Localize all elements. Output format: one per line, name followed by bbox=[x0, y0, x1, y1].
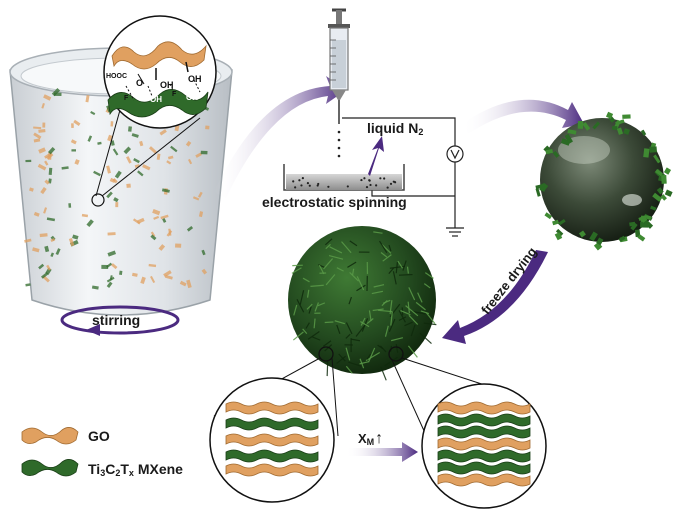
liquid-n2-label: liquid N2 bbox=[367, 120, 424, 137]
go-sheet bbox=[111, 41, 207, 70]
frozen-droplet bbox=[535, 111, 673, 251]
syringe bbox=[328, 8, 350, 124]
n2-arrow bbox=[368, 136, 384, 176]
o-label: O bbox=[136, 78, 143, 88]
f-label: F bbox=[124, 95, 129, 102]
hooc-label: HOOC bbox=[106, 73, 127, 80]
chemistry-zoom bbox=[103, 15, 217, 129]
oh-label: OH bbox=[160, 80, 174, 90]
process-arrow bbox=[462, 99, 584, 134]
xm-increase-arrow bbox=[346, 442, 418, 462]
oh-label: OH bbox=[188, 74, 202, 84]
xm-label: XM↑ bbox=[358, 430, 384, 447]
liquid-n2-bath bbox=[283, 164, 405, 191]
legend-go-swatch bbox=[21, 427, 79, 445]
legend-mxene-swatch bbox=[21, 459, 79, 477]
falling-droplets bbox=[337, 130, 341, 158]
oh-label: OH bbox=[186, 93, 198, 102]
mxene-sheet bbox=[107, 89, 209, 118]
zoom-line bbox=[101, 117, 201, 197]
legend-go-label: GO bbox=[88, 428, 110, 444]
stirring-label: stirring bbox=[92, 312, 141, 328]
suspended-flakes bbox=[24, 86, 210, 290]
circuit bbox=[342, 117, 464, 237]
zoom-line bbox=[95, 109, 121, 197]
stirring-arrow bbox=[60, 305, 180, 336]
porous-ball bbox=[288, 226, 437, 381]
legend-mxene-label: Ti3C2Tx MXene bbox=[88, 461, 183, 478]
layer-zoom-high bbox=[421, 383, 547, 509]
zoom-origin bbox=[91, 193, 105, 207]
layer-zoom-low bbox=[209, 377, 335, 503]
f-label: F bbox=[172, 91, 177, 98]
oh-label: OH bbox=[150, 95, 162, 104]
zoom-origin bbox=[388, 346, 404, 362]
freeze-drying-arrow bbox=[442, 250, 548, 344]
zoom-origin bbox=[318, 346, 334, 362]
electrostatic-spinning-label: electrostatic spinning bbox=[262, 194, 407, 210]
